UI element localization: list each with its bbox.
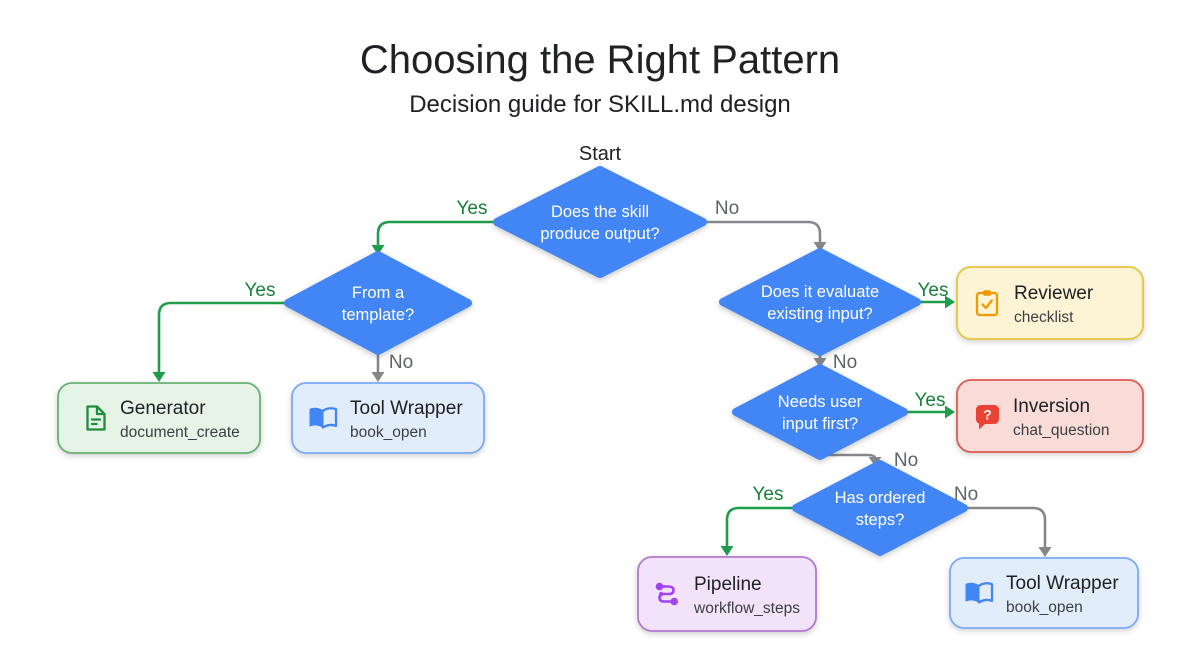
node-box-shape (637, 556, 817, 632)
node-title: Tool Wrapper (350, 398, 463, 419)
decision-text-line2: template? (342, 306, 414, 324)
diamond-shape (732, 364, 908, 460)
decision-user-input: Needs user input first? (732, 364, 908, 460)
node-tool-wrapper-right: Tool Wrapper book_open (949, 557, 1139, 629)
edge-label-no: No (954, 484, 978, 505)
edge-label-yes: Yes (245, 280, 276, 301)
decision-from-template: From a template? (284, 251, 472, 355)
node-subtitle: chat_question (1013, 422, 1110, 439)
node-title: Generator (120, 398, 206, 419)
node-box-shape (57, 382, 261, 454)
arrowhead-icon (1038, 547, 1052, 557)
arrowhead-icon (813, 358, 827, 368)
arrowhead-icon (152, 372, 166, 382)
arrowhead-icon (945, 295, 955, 309)
node-title: Inversion (1013, 396, 1090, 417)
edge-label-yes: Yes (753, 484, 784, 505)
decision-text-line1: From a (352, 284, 405, 302)
node-subtitle: book_open (1006, 599, 1083, 616)
node-subtitle: workflow_steps (693, 600, 800, 617)
node-generator: Generator document_create (57, 382, 261, 454)
edge-ordered-steps-no: No (954, 484, 1052, 557)
node-pipeline: Pipeline workflow_steps (637, 556, 817, 632)
node-subtitle: book_open (350, 424, 427, 441)
clipboard-check-icon (975, 290, 999, 317)
node-box-shape (956, 379, 1144, 453)
node-inversion: ? Inversion chat_question (956, 379, 1144, 453)
decision-text-line1: Does it evaluate (761, 283, 879, 301)
open-book-icon (965, 582, 994, 604)
decision-text-line2: produce output? (540, 225, 659, 243)
arrowhead-icon (813, 242, 827, 252)
node-subtitle: document_create (120, 424, 240, 441)
page-subtitle: Decision guide for SKILL.md design (409, 91, 791, 118)
arrowhead-icon (945, 405, 955, 419)
arrowhead-icon (371, 245, 385, 255)
decision-ordered-steps: Has ordered steps? (792, 460, 968, 556)
edge-label-no: No (389, 352, 413, 373)
node-title: Pipeline (694, 574, 762, 595)
edge-label-yes: Yes (918, 280, 949, 301)
decision-text-line2: existing input? (767, 305, 873, 323)
edge-produce-output-no: No (701, 198, 827, 252)
decision-evaluate-input: Does it evaluate existing input? (719, 248, 921, 356)
node-title: Reviewer (1014, 283, 1094, 304)
diamond-shape (284, 251, 472, 355)
workflow-icon (655, 582, 678, 606)
open-book-icon (309, 407, 338, 429)
decision-produce-output: Does the skill produce output? (493, 166, 707, 278)
decision-text-line1: Has ordered (835, 489, 926, 507)
edge-from-template-no: No (371, 349, 413, 382)
decision-text-line1: Needs user (778, 393, 863, 411)
page-title: Choosing the Right Pattern (360, 38, 840, 82)
node-reviewer: Reviewer checklist (956, 266, 1144, 340)
node-title: Tool Wrapper (1006, 573, 1119, 594)
edge-label-no: No (833, 352, 857, 373)
edge-label-no: No (894, 450, 918, 471)
start-label: Start (579, 143, 622, 165)
arrowhead-icon (868, 457, 882, 466)
chat-question-icon: ? (976, 405, 999, 430)
node-tool-wrapper-left: Tool Wrapper book_open (291, 382, 485, 454)
edge-evaluate-input-yes: Yes (915, 280, 955, 309)
edge-ordered-steps-yes: Yes (720, 484, 798, 556)
edge-label-yes: Yes (915, 390, 946, 411)
edge-label-no: No (715, 198, 739, 219)
diamond-shape (719, 248, 921, 356)
edge-label-yes: Yes (457, 198, 488, 219)
edge-from-template-yes: Yes (152, 280, 290, 382)
decision-text-line2: input first? (782, 415, 858, 433)
decision-text-line2: steps? (856, 511, 905, 529)
node-subtitle: checklist (1014, 309, 1074, 326)
edge-produce-output-yes: Yes (371, 198, 499, 255)
node-box-shape (291, 382, 485, 454)
document-icon (86, 405, 106, 431)
arrowhead-icon (371, 372, 385, 382)
edge-user-input-yes: Yes (902, 390, 955, 419)
decision-text-line1: Does the skill (551, 203, 649, 221)
node-box-shape (949, 557, 1139, 629)
node-box-shape (956, 266, 1144, 340)
arrowhead-icon (720, 546, 734, 556)
diamond-shape (792, 460, 968, 556)
question-mark-glyph: ? (983, 407, 992, 423)
diamond-shape (493, 166, 707, 278)
